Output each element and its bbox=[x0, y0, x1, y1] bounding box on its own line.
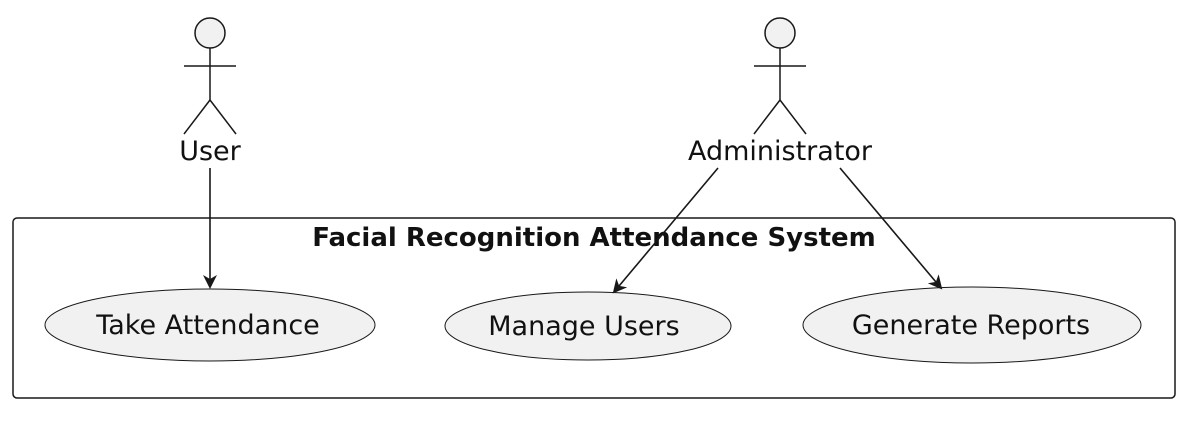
association-administrator-generate-reports bbox=[839, 167, 943, 290]
usecase-generate-reports-shape bbox=[802, 286, 1142, 364]
actor-administrator-label: Administrator bbox=[688, 136, 873, 167]
usecase-take-attendance-shape bbox=[44, 288, 376, 362]
actor-user-label: User bbox=[179, 136, 241, 167]
actor-user: User bbox=[179, 17, 242, 167]
actor-administrator: Administrator bbox=[688, 17, 873, 167]
actor-administrator-head bbox=[764, 17, 796, 49]
usecase-manage-users-label: Manage Users bbox=[488, 311, 679, 342]
usecase-generate-reports-label: Generate Reports bbox=[852, 310, 1090, 341]
actor-user-head bbox=[194, 17, 226, 49]
usecase-take-attendance: Take Attendance bbox=[44, 288, 376, 362]
system-title: Facial Recognition Attendance System bbox=[312, 223, 876, 253]
association-administrator-manage-users bbox=[612, 167, 719, 294]
usecase-take-attendance-label: Take Attendance bbox=[95, 310, 320, 341]
usecase-manage-users: Manage Users bbox=[444, 291, 732, 361]
usecase-manage-users-shape bbox=[444, 291, 732, 361]
usecase-generate-reports: Generate Reports bbox=[802, 286, 1142, 364]
